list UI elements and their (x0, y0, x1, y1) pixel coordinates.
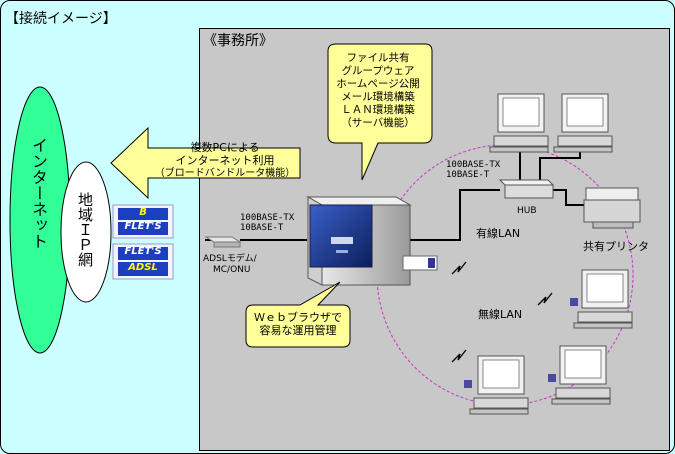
link-speed-hub: 100BASE-TX 10BASE-T (446, 160, 501, 180)
browser-callout (245, 281, 351, 348)
regional-ip-label: 地域ＩＰ網 (76, 192, 94, 267)
cable-hub-printer (553, 189, 584, 206)
wired-pc-2 (553, 93, 613, 153)
office-label: 《事務所》 (203, 33, 273, 49)
browser-text: Ｗｅｂブラウザで 容易な運用管理 (254, 311, 342, 337)
wireless-access-point (402, 255, 438, 271)
regional-ip-network (60, 161, 112, 303)
adsl-modem (204, 236, 242, 248)
wireless-signal-icon (451, 349, 467, 363)
flets-adsl-logo (112, 243, 174, 280)
hub-device (498, 179, 555, 199)
wired-pc-1 (489, 93, 549, 153)
link-speed-left: 100BASE-TX 10BASE-T (240, 213, 295, 233)
wireless-lan-label: 無線LAN (478, 308, 523, 321)
internet-arrow (110, 126, 301, 200)
wireless-pc-2 (548, 345, 611, 405)
flets-adsl-top: FLET'S (124, 246, 162, 257)
wireless-pc-1 (570, 269, 633, 329)
printer-label: 共有プリンタ (583, 240, 649, 253)
wired-lan-label: 有線LAN (476, 227, 521, 240)
internet-usage-text: 複数PCによる インターネット利用 （ブロードバンドルータ機能） (154, 141, 296, 179)
diagram-title: 【接続イメージ】 (5, 11, 117, 27)
wireless-signal-icon (451, 261, 467, 275)
services-text: ファイル共有 グループウェア ホームページ公開 メール環境構築 ＬＡＮ環境構築 … (336, 52, 420, 129)
flets-b-bottom: FLET'S (124, 221, 162, 232)
flets-b-top: B (139, 207, 147, 218)
hub-label: HUB (517, 206, 537, 216)
wireless-signal-icon (537, 292, 553, 306)
wireless-pc-3 (464, 355, 529, 415)
cable-server-hub (410, 189, 500, 241)
server-appliance (306, 196, 412, 286)
modem-label: ADSLモデム/ MC/ONU (203, 254, 257, 275)
shared-printer (583, 187, 641, 229)
flets-b-logo (112, 204, 174, 239)
flets-adsl-bottom: ADSL (128, 262, 158, 273)
services-callout (327, 43, 433, 181)
internet-label: インターネット (29, 137, 48, 249)
